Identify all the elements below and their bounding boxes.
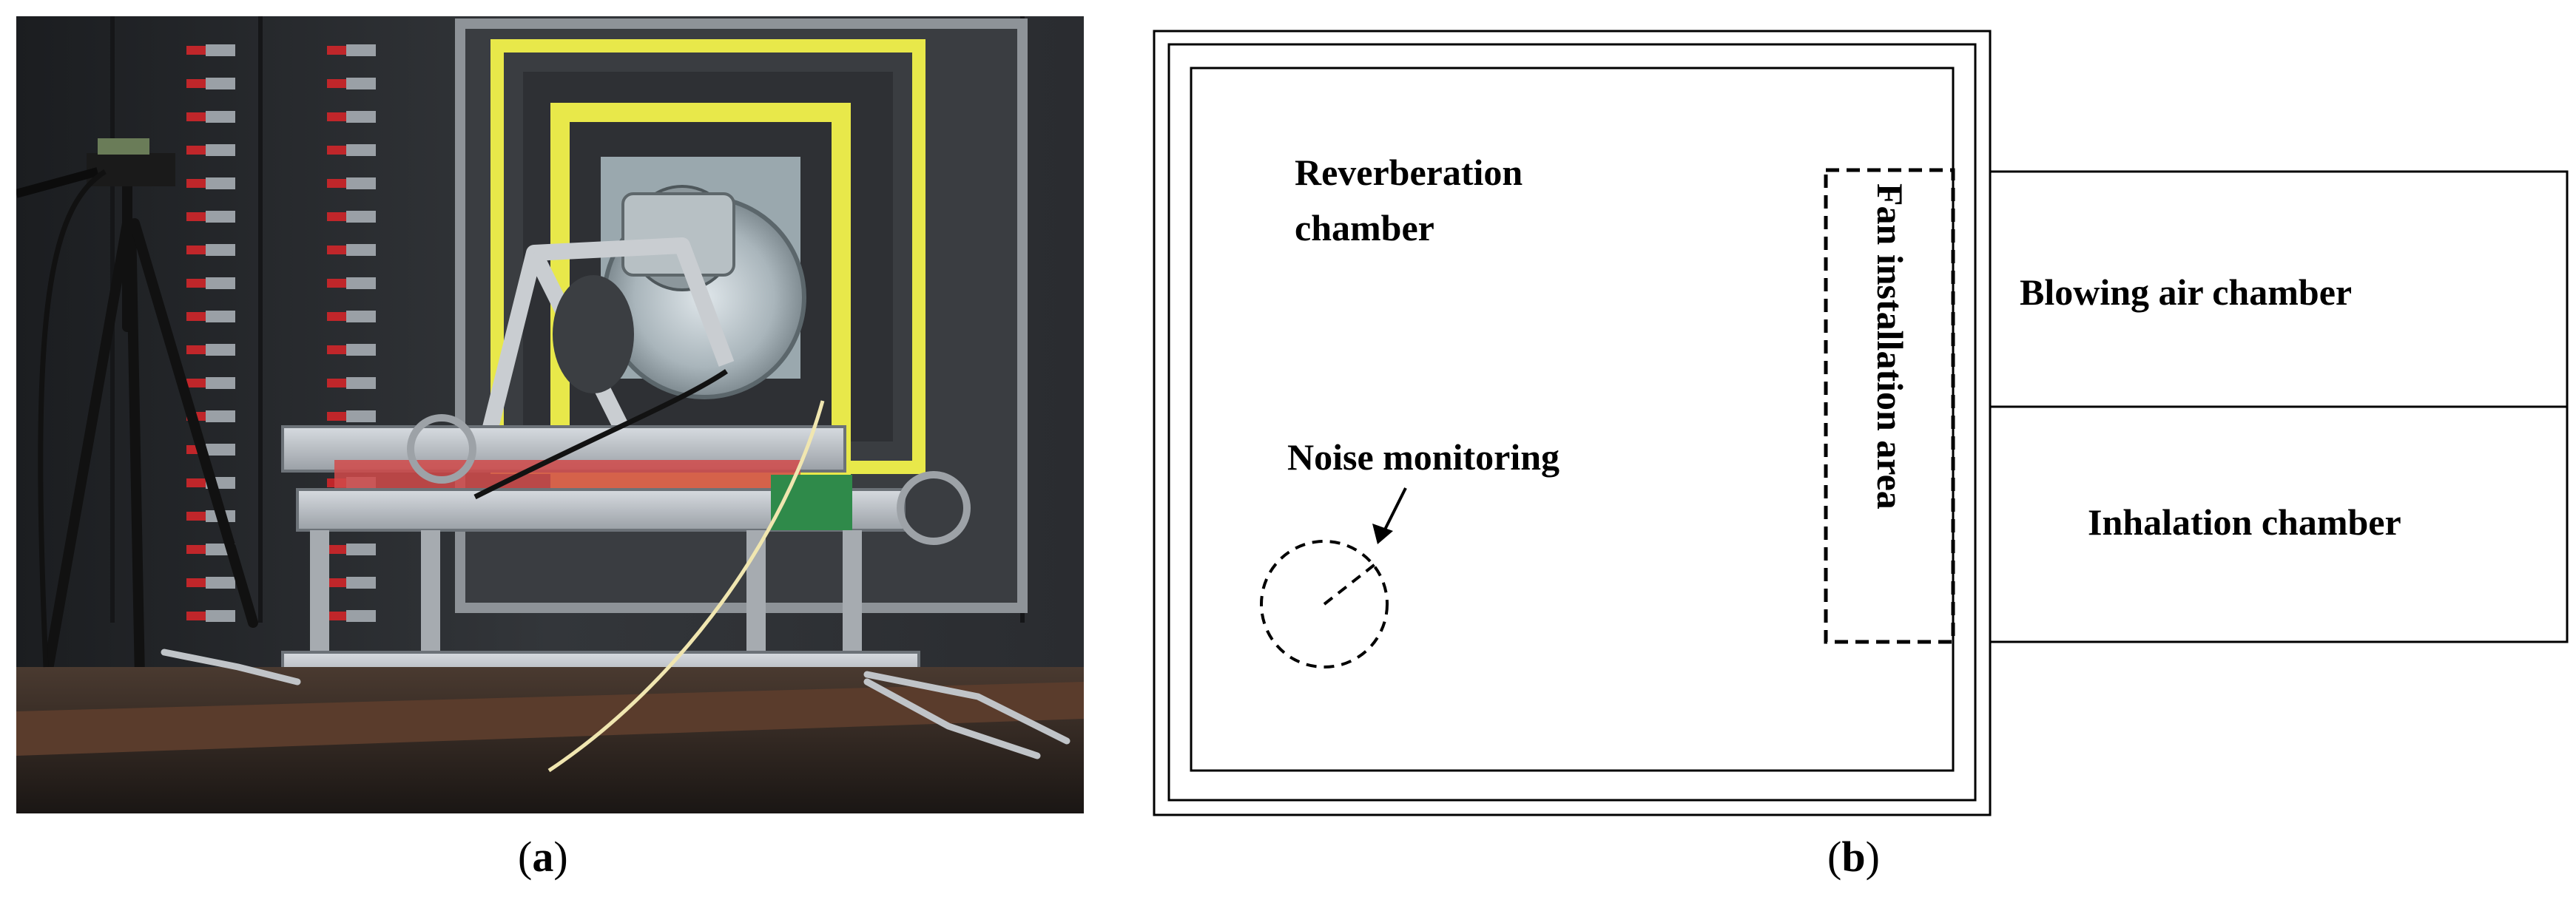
clamp-jaw	[206, 211, 235, 223]
caption-a: (a)	[518, 833, 568, 881]
clamp-jaw	[346, 577, 376, 589]
clamp-handle	[186, 112, 206, 121]
chamber-outer-wall	[1153, 30, 1992, 816]
floor-rail	[16, 682, 1084, 756]
clamp-jaw	[346, 177, 376, 189]
clamp-jaw	[346, 211, 376, 223]
hand-wheel-left	[407, 414, 476, 484]
test-rig-photo	[15, 16, 1084, 813]
clamp-jaw	[206, 577, 235, 589]
chamber-schematic: Reverberation chamber Noise monitoring F…	[1139, 15, 2576, 843]
label-reverberation: Reverberation	[1295, 152, 1523, 193]
clamp-jaw	[206, 377, 235, 389]
clamp-handle	[327, 545, 346, 554]
clamp-handle	[327, 246, 346, 254]
clamp-handle	[327, 279, 346, 288]
clamp-jaw	[206, 78, 235, 89]
clamp-jaw	[346, 244, 376, 256]
clamp-jaw	[346, 544, 376, 555]
chamber-middle-wall	[1167, 43, 1977, 802]
clamp-handle	[327, 312, 346, 321]
clamp-jaw	[206, 610, 235, 622]
clamp-handle	[186, 79, 206, 88]
noise-monitoring-circle	[1260, 540, 1389, 668]
clamp-jaw	[346, 277, 376, 289]
clamp-handle	[186, 345, 206, 354]
clamp-jaw	[206, 44, 235, 56]
clamp-jaw	[206, 444, 235, 456]
clamp-handle	[186, 612, 206, 620]
clamp-handle	[327, 345, 346, 354]
clamp-handle	[327, 578, 346, 587]
clamp-handle	[186, 312, 206, 321]
label-blowing-air: Blowing air chamber	[2020, 271, 2352, 313]
clamp-jaw	[346, 344, 376, 356]
hand-wheel-right	[897, 471, 971, 545]
signal-cable	[473, 369, 728, 500]
clamp-jaw	[206, 277, 235, 289]
clamp-jaw	[206, 311, 235, 322]
clamp-handle	[327, 612, 346, 620]
left-wall-clamps	[186, 44, 235, 622]
clamp-handle	[327, 112, 346, 121]
fan-motor	[621, 192, 735, 277]
label-noise-monitoring: Noise monitoring	[1287, 436, 1560, 478]
inhalation-chamber	[1989, 405, 2569, 643]
test-rig-illustration	[15, 16, 1084, 813]
clamp-handle	[186, 545, 206, 554]
clamp-handle	[327, 412, 346, 421]
clamp-jaw	[206, 111, 235, 123]
clamp-handle	[186, 246, 206, 254]
microphone-cable	[38, 169, 107, 668]
clamp-handle	[186, 279, 206, 288]
linear-rail	[334, 460, 800, 490]
schematic-svg: Reverberation chamber Noise monitoring F…	[1153, 30, 2569, 816]
clamp-handle	[186, 46, 206, 55]
clamp-handle	[327, 46, 346, 55]
clamp-handle	[186, 512, 206, 521]
clamp-handle	[327, 212, 346, 221]
clamp-handle	[327, 179, 346, 188]
clamp-jaw	[206, 177, 235, 189]
right-wall-clamps	[327, 44, 376, 622]
label-inhalation: Inhalation chamber	[2088, 501, 2401, 543]
tripod-handle	[15, 167, 99, 198]
label-chamber: chamber	[1295, 207, 1434, 248]
caption-b: (b)	[1827, 833, 1880, 881]
clamp-jaw	[346, 377, 376, 389]
clamp-handle	[186, 146, 206, 155]
clamp-jaw	[346, 144, 376, 156]
tripod-head	[87, 153, 175, 186]
fan-installation-area	[1824, 168, 1955, 644]
clamp-handle	[327, 79, 346, 88]
clamp-jaw	[206, 144, 235, 156]
clamp-handle	[186, 212, 206, 221]
label-fan-installation: Fan installation area	[1869, 183, 1911, 510]
clamp-handle	[186, 578, 206, 587]
clamp-handle	[327, 379, 346, 387]
noise-monitoring-arrow	[1382, 487, 1407, 533]
clamp-jaw	[346, 311, 376, 322]
clamp-jaw	[206, 244, 235, 256]
arrow-head	[1372, 524, 1393, 544]
clamp-jaw	[346, 44, 376, 56]
frame-cutout	[553, 275, 634, 393]
clamp-handle	[186, 379, 206, 387]
clamp-jaw	[346, 111, 376, 123]
noise-monitoring-radius	[1323, 562, 1378, 606]
clamp-handle	[327, 146, 346, 155]
clamp-jaw	[346, 410, 376, 422]
locking-pliers	[161, 649, 1070, 759]
power-cable	[547, 400, 825, 773]
microphone	[98, 138, 149, 155]
clamp-jaw	[206, 344, 235, 356]
clamp-jaw	[346, 78, 376, 89]
clamp-jaw	[346, 610, 376, 622]
clamp-handle	[186, 179, 206, 188]
clamp-jaw	[206, 410, 235, 422]
clamp-handle	[186, 478, 206, 487]
